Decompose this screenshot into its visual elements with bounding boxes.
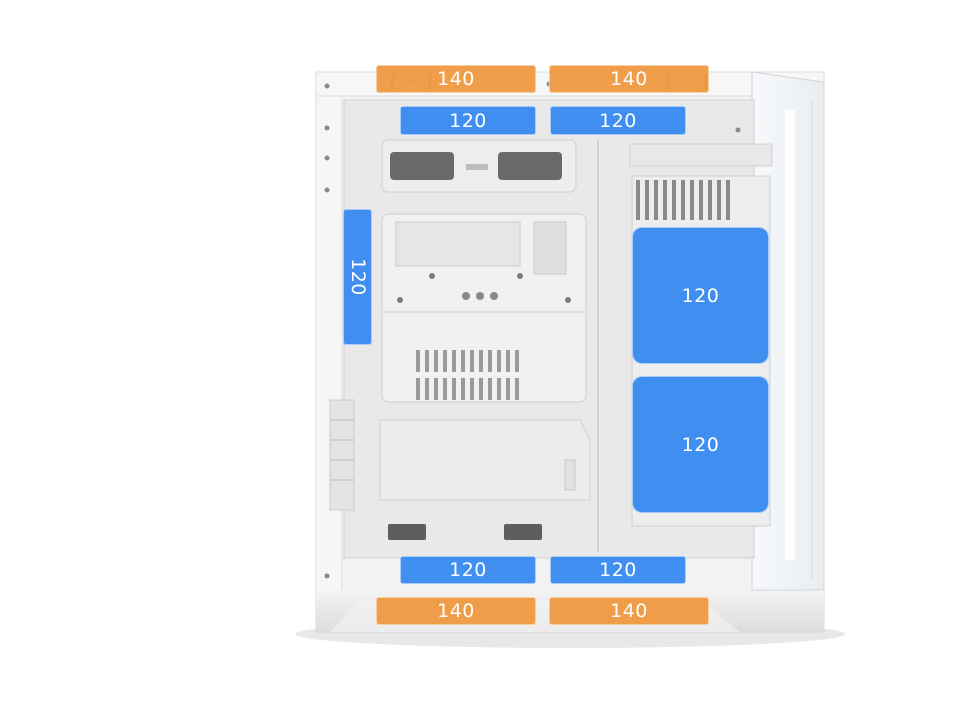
fan-size-label: 120 — [599, 559, 637, 581]
fan-bottom-outer-left: 140 — [376, 597, 536, 625]
fan-side-upper: 120 — [632, 227, 769, 364]
fan-size-label: 140 — [610, 600, 648, 622]
fan-bottom-inner-right: 120 — [550, 556, 686, 584]
fan-size-label: 140 — [610, 68, 648, 90]
fan-size-label: 120 — [681, 433, 720, 456]
fan-bottom-outer-right: 140 — [549, 597, 709, 625]
fan-side-lower: 120 — [632, 376, 769, 513]
fan-size-label: 120 — [346, 258, 369, 296]
fan-size-label: 120 — [449, 559, 487, 581]
fan-size-label: 120 — [681, 284, 720, 307]
fan-top-inner-right: 120 — [550, 106, 686, 135]
fan-size-label: 140 — [437, 68, 475, 90]
fan-top-outer-left: 140 — [376, 65, 536, 93]
fan-bottom-inner-left: 120 — [400, 556, 536, 584]
fan-top-outer-right: 140 — [549, 65, 709, 93]
fan-size-label: 120 — [599, 109, 637, 132]
fan-size-label: 140 — [437, 600, 475, 622]
fan-rear: 120 — [343, 209, 372, 345]
fan-top-inner-left: 120 — [400, 106, 536, 135]
fan-size-label: 120 — [449, 109, 487, 132]
